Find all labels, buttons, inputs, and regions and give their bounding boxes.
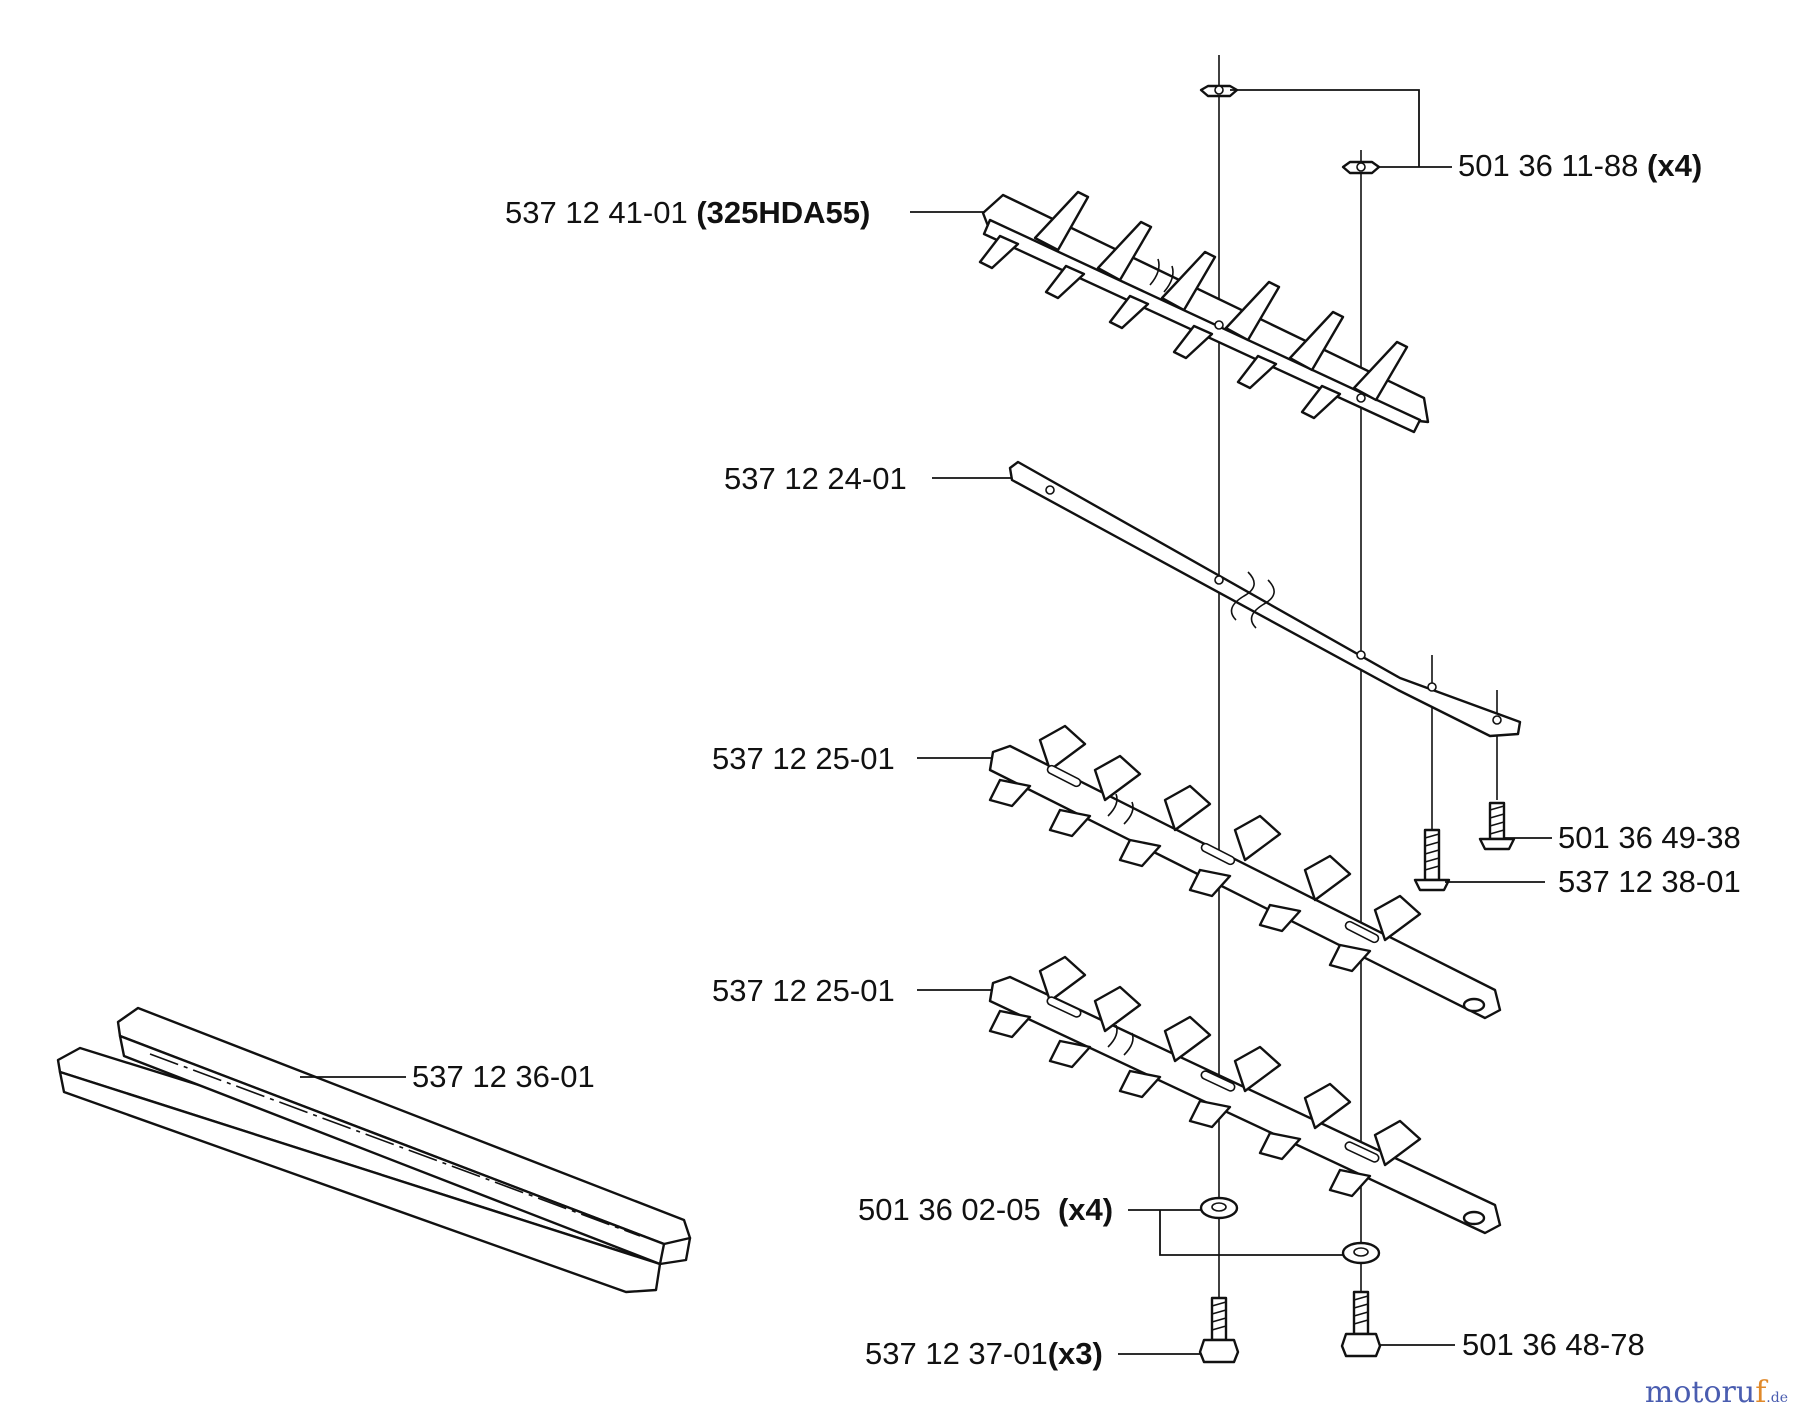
screw-small-icon bbox=[1478, 801, 1516, 851]
label-upper-blade: 537 12 41-01 (325HDA55) bbox=[505, 195, 870, 231]
part-number: 501 36 48-78 bbox=[1462, 1327, 1645, 1362]
part-number: 537 12 36-01 bbox=[412, 1059, 595, 1094]
part-number: 501 36 02-05 bbox=[858, 1192, 1041, 1227]
quantity: (x3) bbox=[1047, 1336, 1103, 1371]
washer-left-icon bbox=[1199, 1196, 1239, 1220]
part-number: 537 12 37-01 bbox=[865, 1336, 1048, 1371]
label-bolt-b: 501 36 48-78 bbox=[1462, 1327, 1645, 1363]
label-washer: 501 36 02-05 (x4) bbox=[858, 1192, 1113, 1228]
connecting-plate-icon bbox=[1008, 460, 1522, 738]
screw-long-icon bbox=[1413, 828, 1451, 892]
model-note: (325HDA55) bbox=[696, 195, 871, 230]
leader-washer bbox=[1128, 1209, 1343, 1256]
leader-nut bbox=[1230, 89, 1452, 168]
washer-right-icon bbox=[1341, 1241, 1381, 1265]
bolt-left-icon bbox=[1198, 1296, 1240, 1364]
cutter-blade-a-icon bbox=[988, 724, 1502, 1020]
label-plate: 537 12 24-01 bbox=[724, 461, 907, 497]
label-cutter-b: 537 12 25-01 bbox=[712, 973, 895, 1009]
label-bolt-a: 537 12 37-01(x3) bbox=[865, 1336, 1103, 1372]
part-number: 537 12 38-01 bbox=[1558, 864, 1741, 899]
label-guard: 537 12 36-01 bbox=[412, 1059, 595, 1095]
nut-top-right-icon bbox=[1341, 160, 1381, 175]
part-number: 501 36 11-88 bbox=[1458, 148, 1639, 183]
cutter-blade-b-icon bbox=[988, 955, 1502, 1235]
part-number: 537 12 41-01 bbox=[505, 195, 688, 230]
upper-blade-icon bbox=[978, 190, 1430, 434]
part-number: 537 12 25-01 bbox=[712, 741, 895, 776]
quantity: (x4) bbox=[1647, 148, 1703, 183]
part-number: 537 12 25-01 bbox=[712, 973, 895, 1008]
nut-top-left-icon bbox=[1199, 84, 1239, 98]
quantity: (x4) bbox=[1057, 1192, 1114, 1227]
label-nut: 501 36 11-88 (x4) bbox=[1458, 148, 1702, 184]
label-screw-small: 501 36 49-38 bbox=[1558, 820, 1741, 856]
label-cutter-a: 537 12 25-01 bbox=[712, 741, 895, 777]
label-screw-long: 537 12 38-01 bbox=[1558, 864, 1741, 900]
part-number: 501 36 49-38 bbox=[1558, 820, 1741, 855]
part-number: 537 12 24-01 bbox=[724, 461, 907, 496]
bolt-right-icon bbox=[1340, 1290, 1382, 1358]
watermark-logo: motoruf.de bbox=[1644, 1375, 1788, 1410]
blade-guard-icon bbox=[56, 1006, 692, 1294]
